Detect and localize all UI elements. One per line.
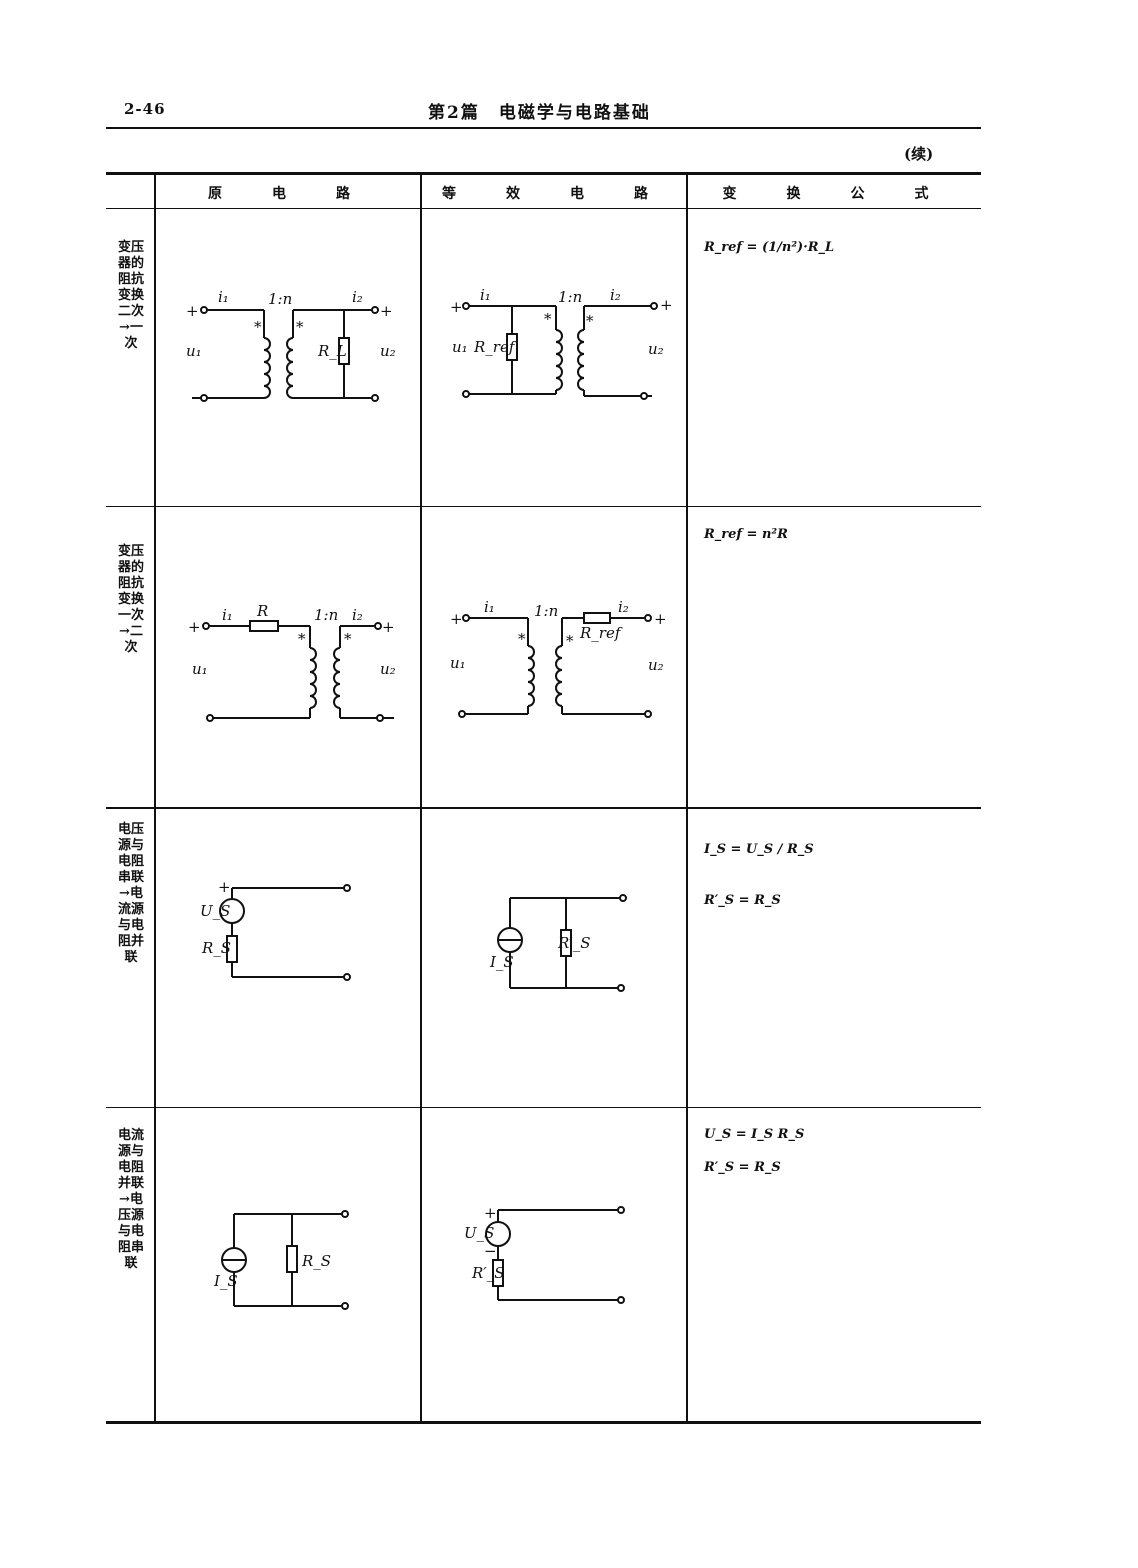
plus-sign: + [186,302,199,320]
circuit-r2-equivalent: + + i₁ 1:n i₂ R_ref * * u₁ u₂ [450,598,667,718]
resistor-rs-prime: R′_S [557,934,590,952]
resistor-rs: R_S [201,939,231,957]
svg-text:*: * [254,318,262,336]
row-divider-2 [106,807,981,809]
formula-row-2: R_ref = n²R [704,527,788,542]
svg-text:*: * [296,318,304,336]
header-equivalent-circuit: 等 效 电 路 [442,186,666,202]
ref-label: R_ref [579,624,623,642]
source-is: I_S [489,953,514,971]
continued-mark: (续) [904,145,934,163]
current-i2: i₂ [352,606,363,624]
voltage-u1: u₁ [452,338,468,356]
voltage-u2: u₂ [380,342,396,360]
plus-sign: + [450,610,463,628]
header-formula: 变 换 公 式 [722,186,947,202]
current-i1: i₁ [222,606,233,624]
minus-sign: − [484,1242,497,1260]
plus-sign: + [188,618,201,636]
svg-text:*: * [518,630,526,648]
svg-text:*: * [344,630,352,648]
voltage-u2: u₂ [648,340,664,358]
turns-ratio: 1:n [314,606,338,624]
current-i1: i₁ [484,598,495,616]
series-resistor [249,620,279,632]
formula-row-4b: R′_S = R_S [704,1160,781,1175]
source-is: I_S [213,1272,238,1290]
header-original-circuit: 原 电 路 [208,186,368,202]
header-rule [106,127,981,129]
current-i1: i₁ [480,286,491,304]
circuit-r4-original: I_S R_S [213,1210,349,1310]
current-i1: i₁ [218,288,229,306]
secondary-coil [286,337,294,399]
circuit-r1-equivalent: + + i₁ 1:n i₂ * * u₁ u₂ R_ref [450,286,673,400]
ref-resistor [583,612,611,624]
plus-sign: + [218,878,231,896]
col-divider-3 [686,173,688,1424]
resistor-rs-prime: R′_S [471,1264,504,1282]
ref-label: R_ref [473,338,517,356]
current-i2: i₂ [610,286,621,304]
parallel-resistor [286,1245,298,1273]
terminal [200,394,208,402]
circuit-r3-equivalent: I_S R′_S [489,894,627,992]
row-label-3: 电压源与电阻串联→电流源与电阻并联 [118,822,145,965]
voltage-u1: u₁ [192,660,208,678]
resistor-r: R [256,602,268,620]
turns-ratio: 1:n [534,602,558,620]
table-bottom-rule [106,1421,981,1424]
col-divider-1 [154,173,156,1424]
current-i2: i₂ [618,598,629,616]
plus-sign: + [382,618,395,636]
svg-text:*: * [544,310,552,328]
formula-row-3b: R′_S = R_S [704,893,781,908]
turns-ratio: 1:n [268,290,292,308]
turns-ratio: 1:n [558,288,582,306]
row-divider-1 [106,506,981,507]
formula-row-4a: U_S = I_S R_S [704,1127,805,1142]
svg-text:*: * [566,632,574,650]
resistor-rs: R_S [301,1252,331,1270]
current-i2: i₂ [352,288,363,306]
voltage-u2: u₂ [380,660,396,678]
plus-sign: + [450,298,463,316]
formula-row-1: R_ref = (1/n²)·R_L [704,240,835,255]
row-label-4: 电流源与电阻并联→电压源与电阻串联 [118,1128,145,1271]
circuit-r3-original: + U_S R_S [200,878,351,981]
circuit-r1-original: + + i₁ 1:n i₂ * * u₁ u₂ R_L [186,288,396,402]
header-bottom-rule [106,208,981,209]
voltage-u2: u₂ [648,656,664,674]
circuit-r4-equivalent: + − U_S R′_S [464,1204,625,1304]
table-top-rule [106,172,981,175]
terminal [200,306,208,314]
page-number: 2-46 [124,100,166,118]
svg-text:*: * [586,312,594,330]
page-header: 第2篇 电磁学与电路基础 [428,103,651,123]
terminal [371,394,379,402]
load-label: R_L [317,342,347,360]
col-divider-2 [420,173,422,1424]
source-us: U_S [464,1224,494,1242]
voltage-u1: u₁ [450,654,466,672]
svg-text:*: * [298,630,306,648]
source-us: U_S [200,902,230,920]
primary-coil [263,337,271,399]
row-divider-3 [106,1107,981,1108]
voltage-u1: u₁ [186,342,202,360]
row-label-1: 变压器的阻抗变换二次→一次 [118,240,145,351]
plus-sign: + [484,1204,497,1222]
plus-sign: + [654,610,667,628]
row-label-2: 变压器的阻抗变换一次→二次 [118,544,145,655]
plus-sign: + [380,302,393,320]
terminal [371,306,379,314]
plus-sign: + [660,296,673,314]
formula-row-3a: I_S = U_S / R_S [704,842,814,857]
circuit-r2-original: + + i₁ R 1:n i₂ * * u₁ u₂ [188,602,396,722]
